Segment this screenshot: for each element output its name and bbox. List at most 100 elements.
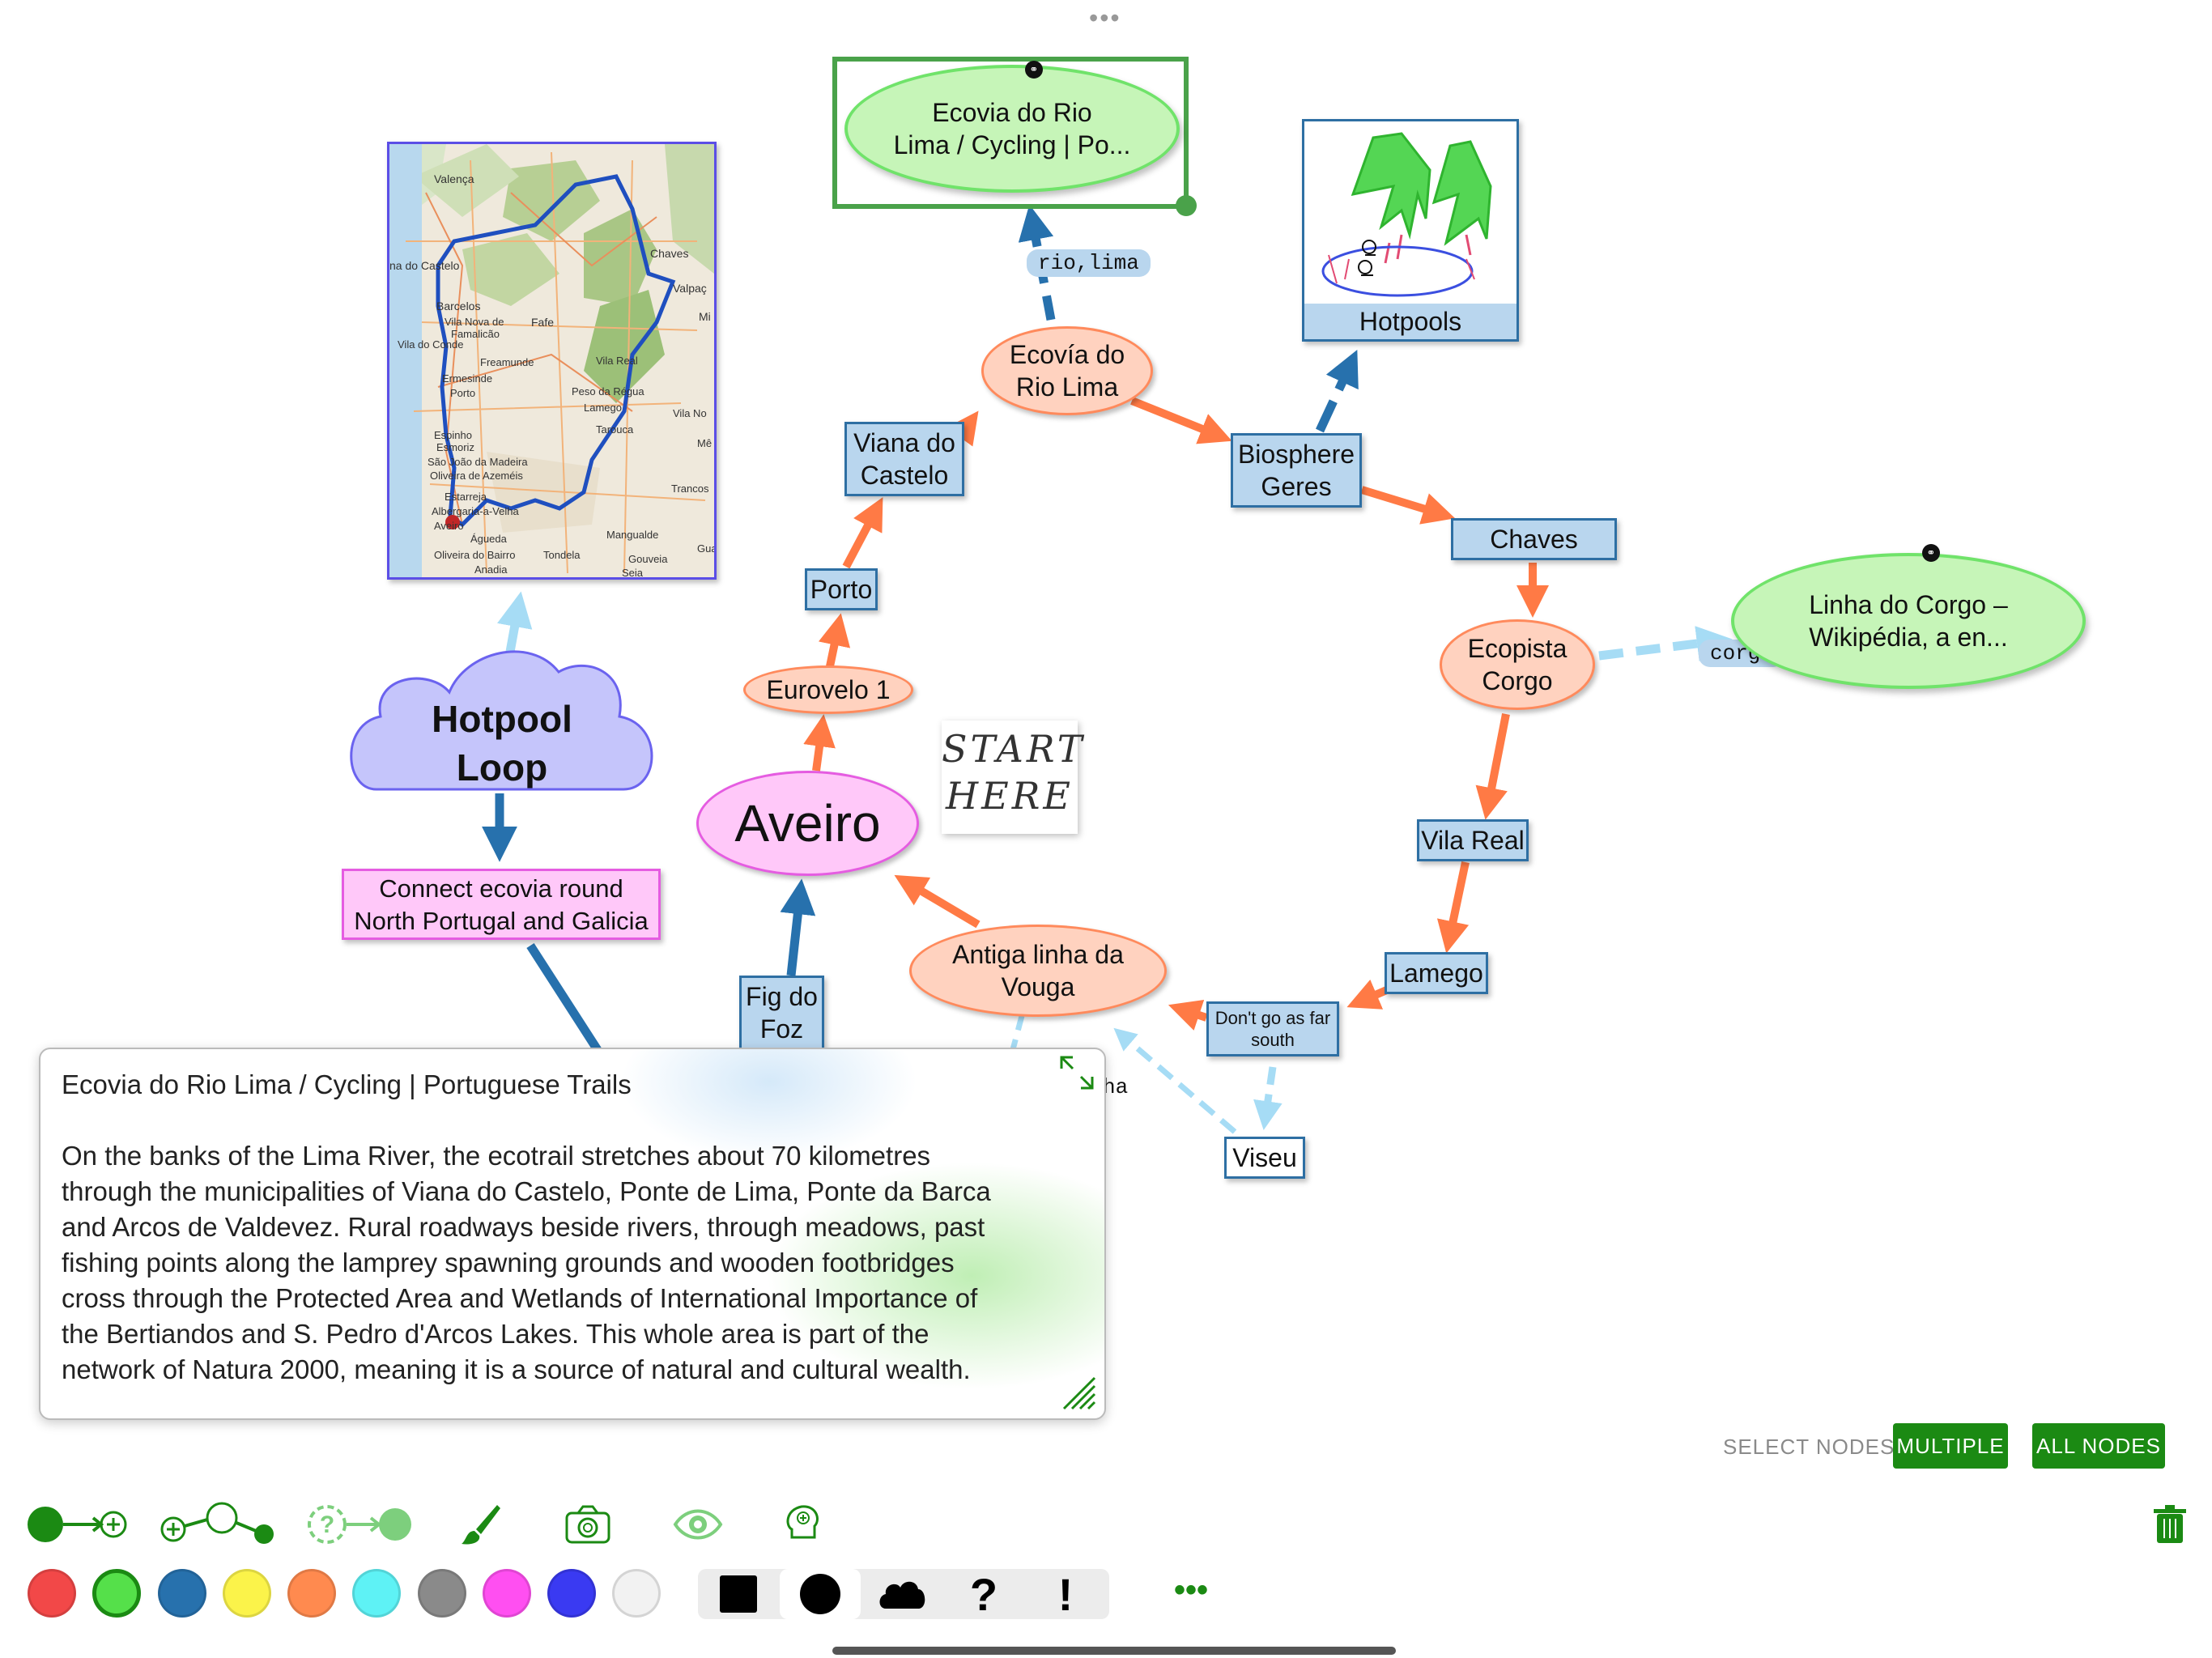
color-swatch-red[interactable] — [28, 1569, 76, 1618]
edge-aveiro-to-eurovelo — [803, 714, 836, 772]
node-viseu[interactable]: Viseu — [1224, 1137, 1305, 1179]
node-lamego-label: Lamego — [1389, 959, 1483, 988]
node-corgo-link-line2: Wikipédia, a en... — [1809, 623, 2008, 652]
color-swatch-indigo[interactable] — [547, 1569, 596, 1618]
trash-icon[interactable] — [2152, 1504, 2188, 1545]
node-lamego[interactable]: Lamego — [1385, 952, 1488, 994]
map-label-valenca: Valença — [434, 172, 474, 185]
edge-porto-to-viana — [842, 497, 883, 569]
sketch-line1: START — [942, 727, 1086, 771]
map-label-agueda: Águeda — [470, 533, 507, 545]
color-swatch-orange[interactable] — [287, 1569, 336, 1618]
color-swatch-gray[interactable] — [418, 1569, 466, 1618]
node-dont-go-south[interactable]: Don't go as far south — [1206, 1001, 1339, 1056]
map-label-trancos: Trancos — [671, 483, 709, 495]
color-swatch-cyan[interactable] — [352, 1569, 401, 1618]
map-label-mi: Mi — [699, 310, 711, 323]
sketch-line2: HERE — [946, 774, 1074, 818]
map-label-aveiro: Aveiro — [434, 520, 464, 532]
node-aveiro-label: Aveiro — [734, 794, 881, 852]
add-child-node-icon[interactable] — [24, 1502, 130, 1547]
insert-node-between-icon[interactable] — [159, 1502, 280, 1547]
node-fig-line1: Fig do — [746, 982, 818, 1011]
map-label-oliveira-bairro: Oliveira do Bairro — [434, 549, 516, 561]
edge-biosphere-to-hotpools — [1316, 350, 1359, 433]
node-ecovia-link[interactable]: Ecovia do Rio Lima / Cycling | Po... — [844, 65, 1180, 193]
edge-label-ha: ha — [1103, 1075, 1129, 1099]
edge-ecopista-to-corgo — [1598, 626, 1733, 661]
node-ecopista-corgo[interactable]: Ecopista Corgo — [1440, 619, 1595, 710]
brain-icon[interactable] — [784, 1502, 824, 1547]
node-ecovia-rio-lima[interactable]: Ecovía do Rio Lima — [981, 326, 1153, 415]
edge-rio-lima-to-biosphere — [1130, 397, 1232, 444]
edge-antiga-ha — [1009, 1015, 1025, 1053]
cloud-icon — [879, 1581, 925, 1609]
node-viana-line1: Viana do — [853, 428, 955, 457]
svg-text:?: ? — [320, 1511, 334, 1538]
color-swatch-yellow[interactable] — [223, 1569, 271, 1618]
map-label-porto: Porto — [450, 387, 476, 399]
map-label-espinho: Espinho — [434, 429, 472, 441]
eye-icon[interactable] — [672, 1502, 724, 1547]
shape-circle-button[interactable] — [780, 1569, 861, 1619]
node-vila-real[interactable]: Vila Real — [1417, 819, 1529, 861]
cloud-shape — [350, 650, 653, 791]
edge-dontgo-to-antiga — [1168, 999, 1208, 1031]
expand-icon[interactable] — [1058, 1054, 1095, 1091]
shape-cloud-button[interactable] — [861, 1569, 942, 1619]
map-label-vila-do-conde: Vila do Conde — [398, 338, 464, 351]
select-all-nodes-button[interactable]: ALL NODES — [2032, 1423, 2165, 1469]
node-hotpool-loop-label: Hotpool Loop — [432, 698, 572, 789]
map-label-estarreja: Estarreja — [445, 491, 487, 503]
map-label-gua: Gua — [697, 542, 717, 555]
select-multiple-button[interactable]: MULTIPLE — [1893, 1423, 2008, 1469]
node-antiga-line1: Antiga linha da — [952, 940, 1124, 969]
hotpools-drawing — [1321, 132, 1492, 297]
shape-question-button[interactable]: ? — [943, 1569, 1024, 1620]
note-panel[interactable]: Ecovia do Rio Lima / Cycling | Portugues… — [39, 1048, 1106, 1420]
brush-icon[interactable] — [458, 1502, 504, 1547]
node-chaves[interactable]: Chaves — [1451, 518, 1617, 560]
map-image-node[interactable]: Valença na do Castelo Chaves Valpaç Mi B… — [387, 142, 717, 580]
resize-grip-icon[interactable] — [1059, 1373, 1096, 1410]
edge-connect-to-fig — [526, 943, 603, 1055]
color-swatch-blue[interactable] — [158, 1569, 206, 1618]
edge-ecopista-to-vila-real — [1475, 713, 1510, 820]
shape-square-button[interactable] — [698, 1569, 779, 1619]
node-viana-do-castelo[interactable]: Viana do Castelo — [844, 422, 964, 496]
node-hotpool-loop[interactable]: Hotpool Loop — [344, 640, 656, 793]
node-fig-do-foz[interactable]: Fig do Foz — [739, 976, 824, 1050]
camera-icon[interactable] — [564, 1502, 612, 1547]
edge-label-rio-lima[interactable]: rio,lima — [1027, 249, 1151, 277]
note-line: On the banks of the Lima River, the ecot… — [62, 1141, 931, 1171]
node-biosphere-line2: Geres — [1261, 472, 1332, 501]
note-line: the Bertiandos and S. Pedro d'Arcos Lake… — [62, 1319, 929, 1349]
home-indicator[interactable] — [832, 1647, 1396, 1655]
node-start-here-sketch[interactable]: START HERE — [942, 721, 1086, 834]
shape-exclamation-button[interactable]: ! — [1025, 1569, 1106, 1620]
selection-frame[interactable] — [832, 57, 1189, 209]
node-biosphere-geres[interactable]: Biosphere Geres — [1231, 433, 1362, 508]
color-swatch-magenta[interactable] — [483, 1569, 531, 1618]
node-ecopista-line1: Ecopista — [1467, 634, 1568, 663]
map-label-valpacos: Valpaç — [673, 282, 707, 295]
map-label-me: Mê — [697, 437, 713, 449]
node-hotpools[interactable]: Hotpools — [1302, 119, 1519, 342]
map-label-oliveira-azemeis: Oliveira de Azeméis — [430, 470, 523, 482]
add-question-node-icon[interactable]: ? — [306, 1502, 411, 1547]
edge-viseu-to-antiga — [1113, 1027, 1237, 1134]
node-corgo-link[interactable]: Linha do Corgo – Wikipédia, a en... — [1731, 553, 2086, 689]
node-aveiro[interactable]: Aveiro — [696, 771, 919, 876]
node-eurovelo-1[interactable]: Eurovelo 1 — [743, 665, 913, 714]
color-swatch-green[interactable] — [92, 1569, 141, 1618]
note-line: cross through the Protected Area and Wet… — [62, 1283, 978, 1313]
selection-resize-handle[interactable] — [1176, 195, 1197, 216]
node-porto[interactable]: Porto — [805, 568, 878, 610]
node-connect-ecovia[interactable]: Connect ecovia round North Portugal and … — [342, 869, 661, 940]
more-options-icon[interactable]: ••• — [1174, 1572, 1209, 1608]
top-more-icon[interactable]: ••• — [1089, 3, 1121, 32]
node-rio-lima-line2: Rio Lima — [1015, 372, 1119, 402]
color-swatch-white[interactable] — [612, 1569, 661, 1618]
node-antiga-linha-vouga[interactable]: Antiga linha da Vouga — [909, 925, 1167, 1017]
